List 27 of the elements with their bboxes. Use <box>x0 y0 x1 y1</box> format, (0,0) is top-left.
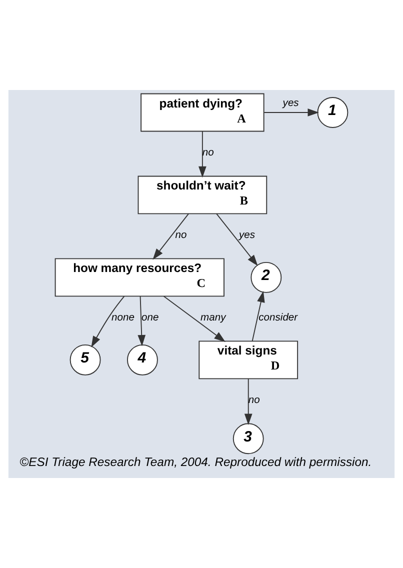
edge-label: yes <box>238 230 256 241</box>
arrow <box>264 108 319 116</box>
edge-label: one <box>142 312 159 324</box>
edge-label: no <box>175 230 187 241</box>
arrow <box>244 378 252 425</box>
arrow <box>252 291 265 342</box>
node-box: patient dying? A <box>140 93 264 132</box>
edge-label: none <box>112 312 134 324</box>
arrow <box>152 213 189 260</box>
node-circle: 2 <box>250 262 282 293</box>
arrow <box>91 296 125 348</box>
edge-label: many <box>200 312 226 324</box>
caption: ©ESI Triage Research Team, 2004. Reproduced with permission. <box>20 455 372 470</box>
node-box: shouldn’t wait? B <box>138 176 268 214</box>
node-box: vital signs D <box>198 340 298 380</box>
arrow <box>163 296 226 342</box>
node-circle: 3 <box>232 423 264 454</box>
edge-label: no <box>248 394 260 406</box>
node-circle: 5 <box>70 344 101 376</box>
node-box: how many resources? C <box>54 258 224 297</box>
arrow <box>198 130 206 178</box>
edge-label: consider <box>258 312 298 324</box>
node-circle: 4 <box>127 344 158 376</box>
edge-label: yes <box>282 98 299 109</box>
arrow <box>138 296 146 346</box>
arrow <box>216 213 258 266</box>
node-circle: 1 <box>317 97 348 128</box>
